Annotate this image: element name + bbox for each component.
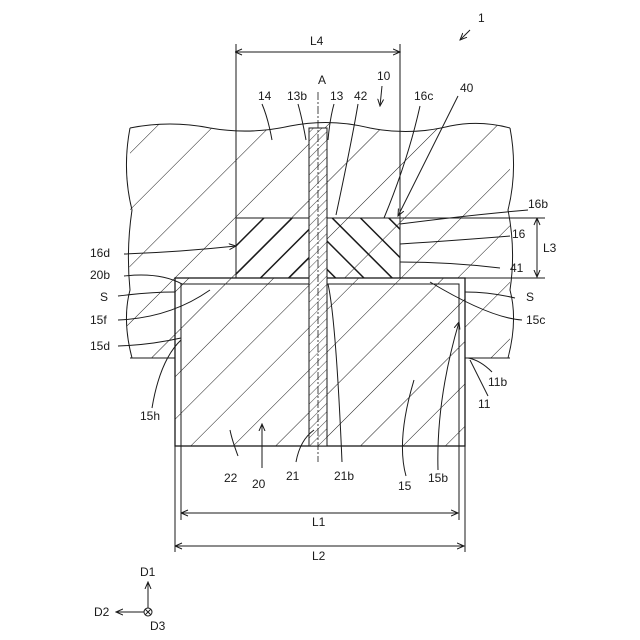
- label-15c: 15c: [526, 313, 545, 327]
- label-S-left: S: [100, 290, 108, 304]
- dimension-L1: [181, 446, 459, 520]
- label-11b: 11b: [488, 375, 507, 389]
- label-A: A: [318, 73, 326, 87]
- label-S-right: S: [526, 290, 534, 304]
- label-15b: 15b: [428, 471, 448, 485]
- label-15h: 15h: [140, 409, 160, 423]
- label-15f: 15f: [90, 313, 107, 327]
- label-21b: 21b: [334, 469, 354, 483]
- label-L3: L3: [543, 241, 557, 255]
- label-40: 40: [460, 81, 474, 95]
- direction-indicator: [116, 582, 152, 616]
- label-21: 21: [286, 469, 300, 483]
- label-15d: 15d: [90, 339, 110, 353]
- label-16b: 16b: [528, 197, 548, 211]
- dimension-L2: [175, 446, 465, 552]
- figure-number: 1: [478, 11, 485, 25]
- label-22: 22: [224, 471, 238, 485]
- label-D1: D1: [140, 565, 156, 579]
- label-13b: 13b: [287, 89, 307, 103]
- label-42: 42: [354, 89, 368, 103]
- label-20b: 20b: [90, 268, 110, 282]
- label-L4: L4: [310, 34, 324, 48]
- label-16: 16: [512, 227, 526, 241]
- label-D2: D2: [94, 605, 110, 619]
- label-L2: L2: [312, 549, 326, 563]
- shaft-13-21: [309, 128, 327, 446]
- label-20: 20: [252, 477, 266, 491]
- label-D3: D3: [150, 619, 166, 633]
- label-11: 11: [478, 397, 491, 411]
- label-41: 41: [510, 261, 524, 275]
- label-14: 14: [258, 89, 272, 103]
- label-13: 13: [330, 89, 344, 103]
- label-16c: 16c: [414, 89, 433, 103]
- label-10: 10: [377, 69, 391, 83]
- label-15: 15: [398, 479, 412, 493]
- label-L1: L1: [312, 515, 326, 529]
- label-16d: 16d: [90, 246, 110, 260]
